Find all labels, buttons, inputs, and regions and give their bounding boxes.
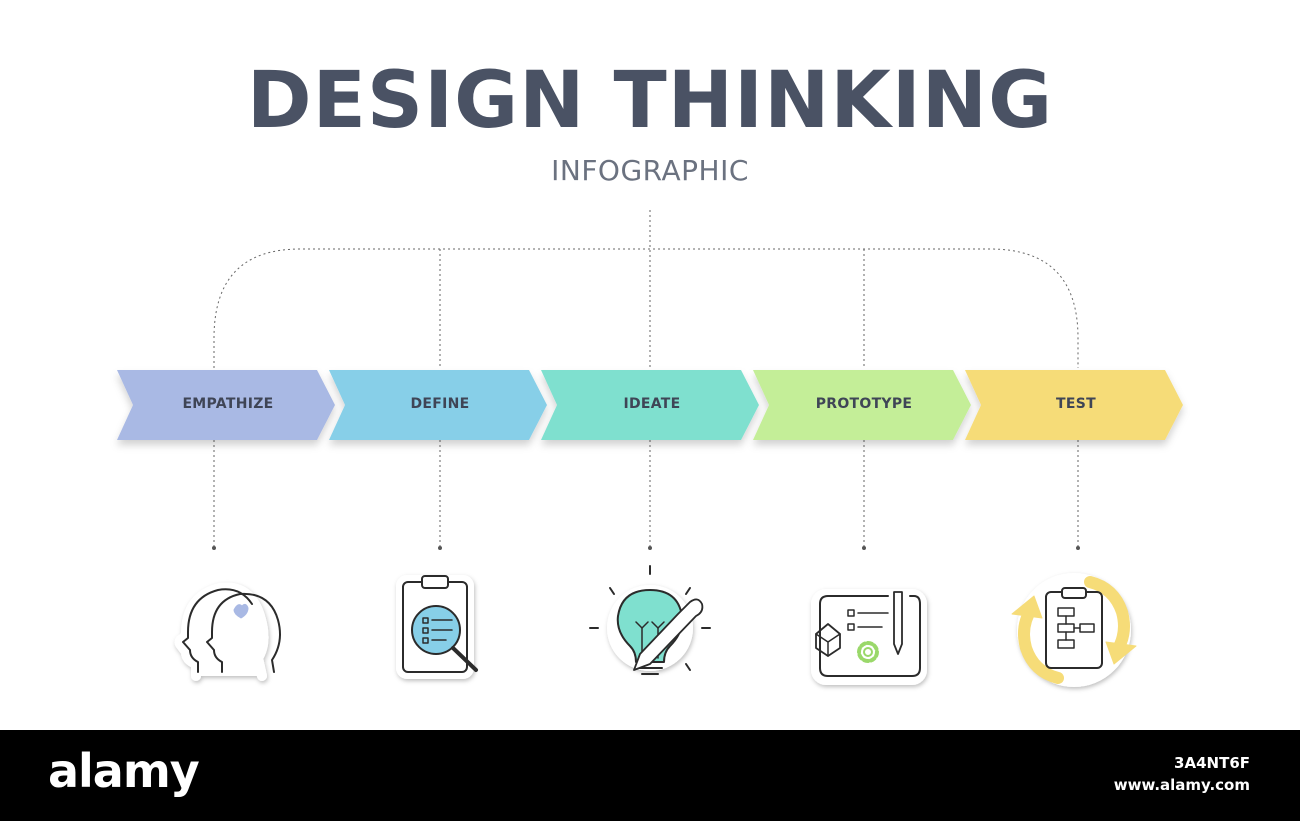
connector-dot: [648, 546, 652, 550]
chevron-ideate: [541, 370, 759, 440]
top-arc-connector: [213, 248, 1079, 368]
site-url: www.alamy.com: [1113, 776, 1250, 794]
stage-label-prototype: PROTOTYPE: [815, 396, 913, 412]
two-heads-heart-icon: [174, 582, 281, 681]
connector-dot: [862, 546, 866, 550]
stage-label-ideate: IDEATE: [623, 396, 681, 412]
alamy-logo: alamy: [48, 744, 200, 798]
stage-label-define: DEFINE: [410, 396, 470, 412]
lightbulb-pencil-icon: [589, 565, 711, 675]
stage-icons: [174, 565, 1137, 687]
diagram-subtitle: INFOGRAPHIC: [551, 154, 749, 187]
blueprint-gear-icon: [811, 589, 927, 685]
watermark-footer: alamy 3A4NT6F www.alamy.com: [0, 730, 1300, 821]
image-id: 3A4NT6F: [1174, 754, 1250, 772]
clipboard-cycle-icon: [1011, 573, 1137, 687]
diagram-title: DESIGN THINKING: [246, 56, 1054, 146]
chevron-test: [965, 370, 1183, 440]
stage-chevrons: [117, 370, 1183, 440]
chevron-define: [329, 370, 547, 440]
connector-lines: [213, 210, 1079, 546]
diagram-canvas: [117, 210, 1183, 687]
chevron-empathize: [117, 370, 335, 440]
connector-dots: [212, 546, 1080, 550]
clipboard-magnifier-icon: [396, 575, 478, 679]
connector-dot: [438, 546, 442, 550]
connector-dot: [1076, 546, 1080, 550]
stage-label-test: TEST: [1056, 396, 1096, 412]
stage-label-empathize: EMPATHIZE: [182, 396, 274, 412]
image-credit: 3A4NT6F www.alamy.com: [1114, 752, 1250, 796]
chevron-prototype: [753, 370, 971, 440]
connector-dot: [212, 546, 216, 550]
